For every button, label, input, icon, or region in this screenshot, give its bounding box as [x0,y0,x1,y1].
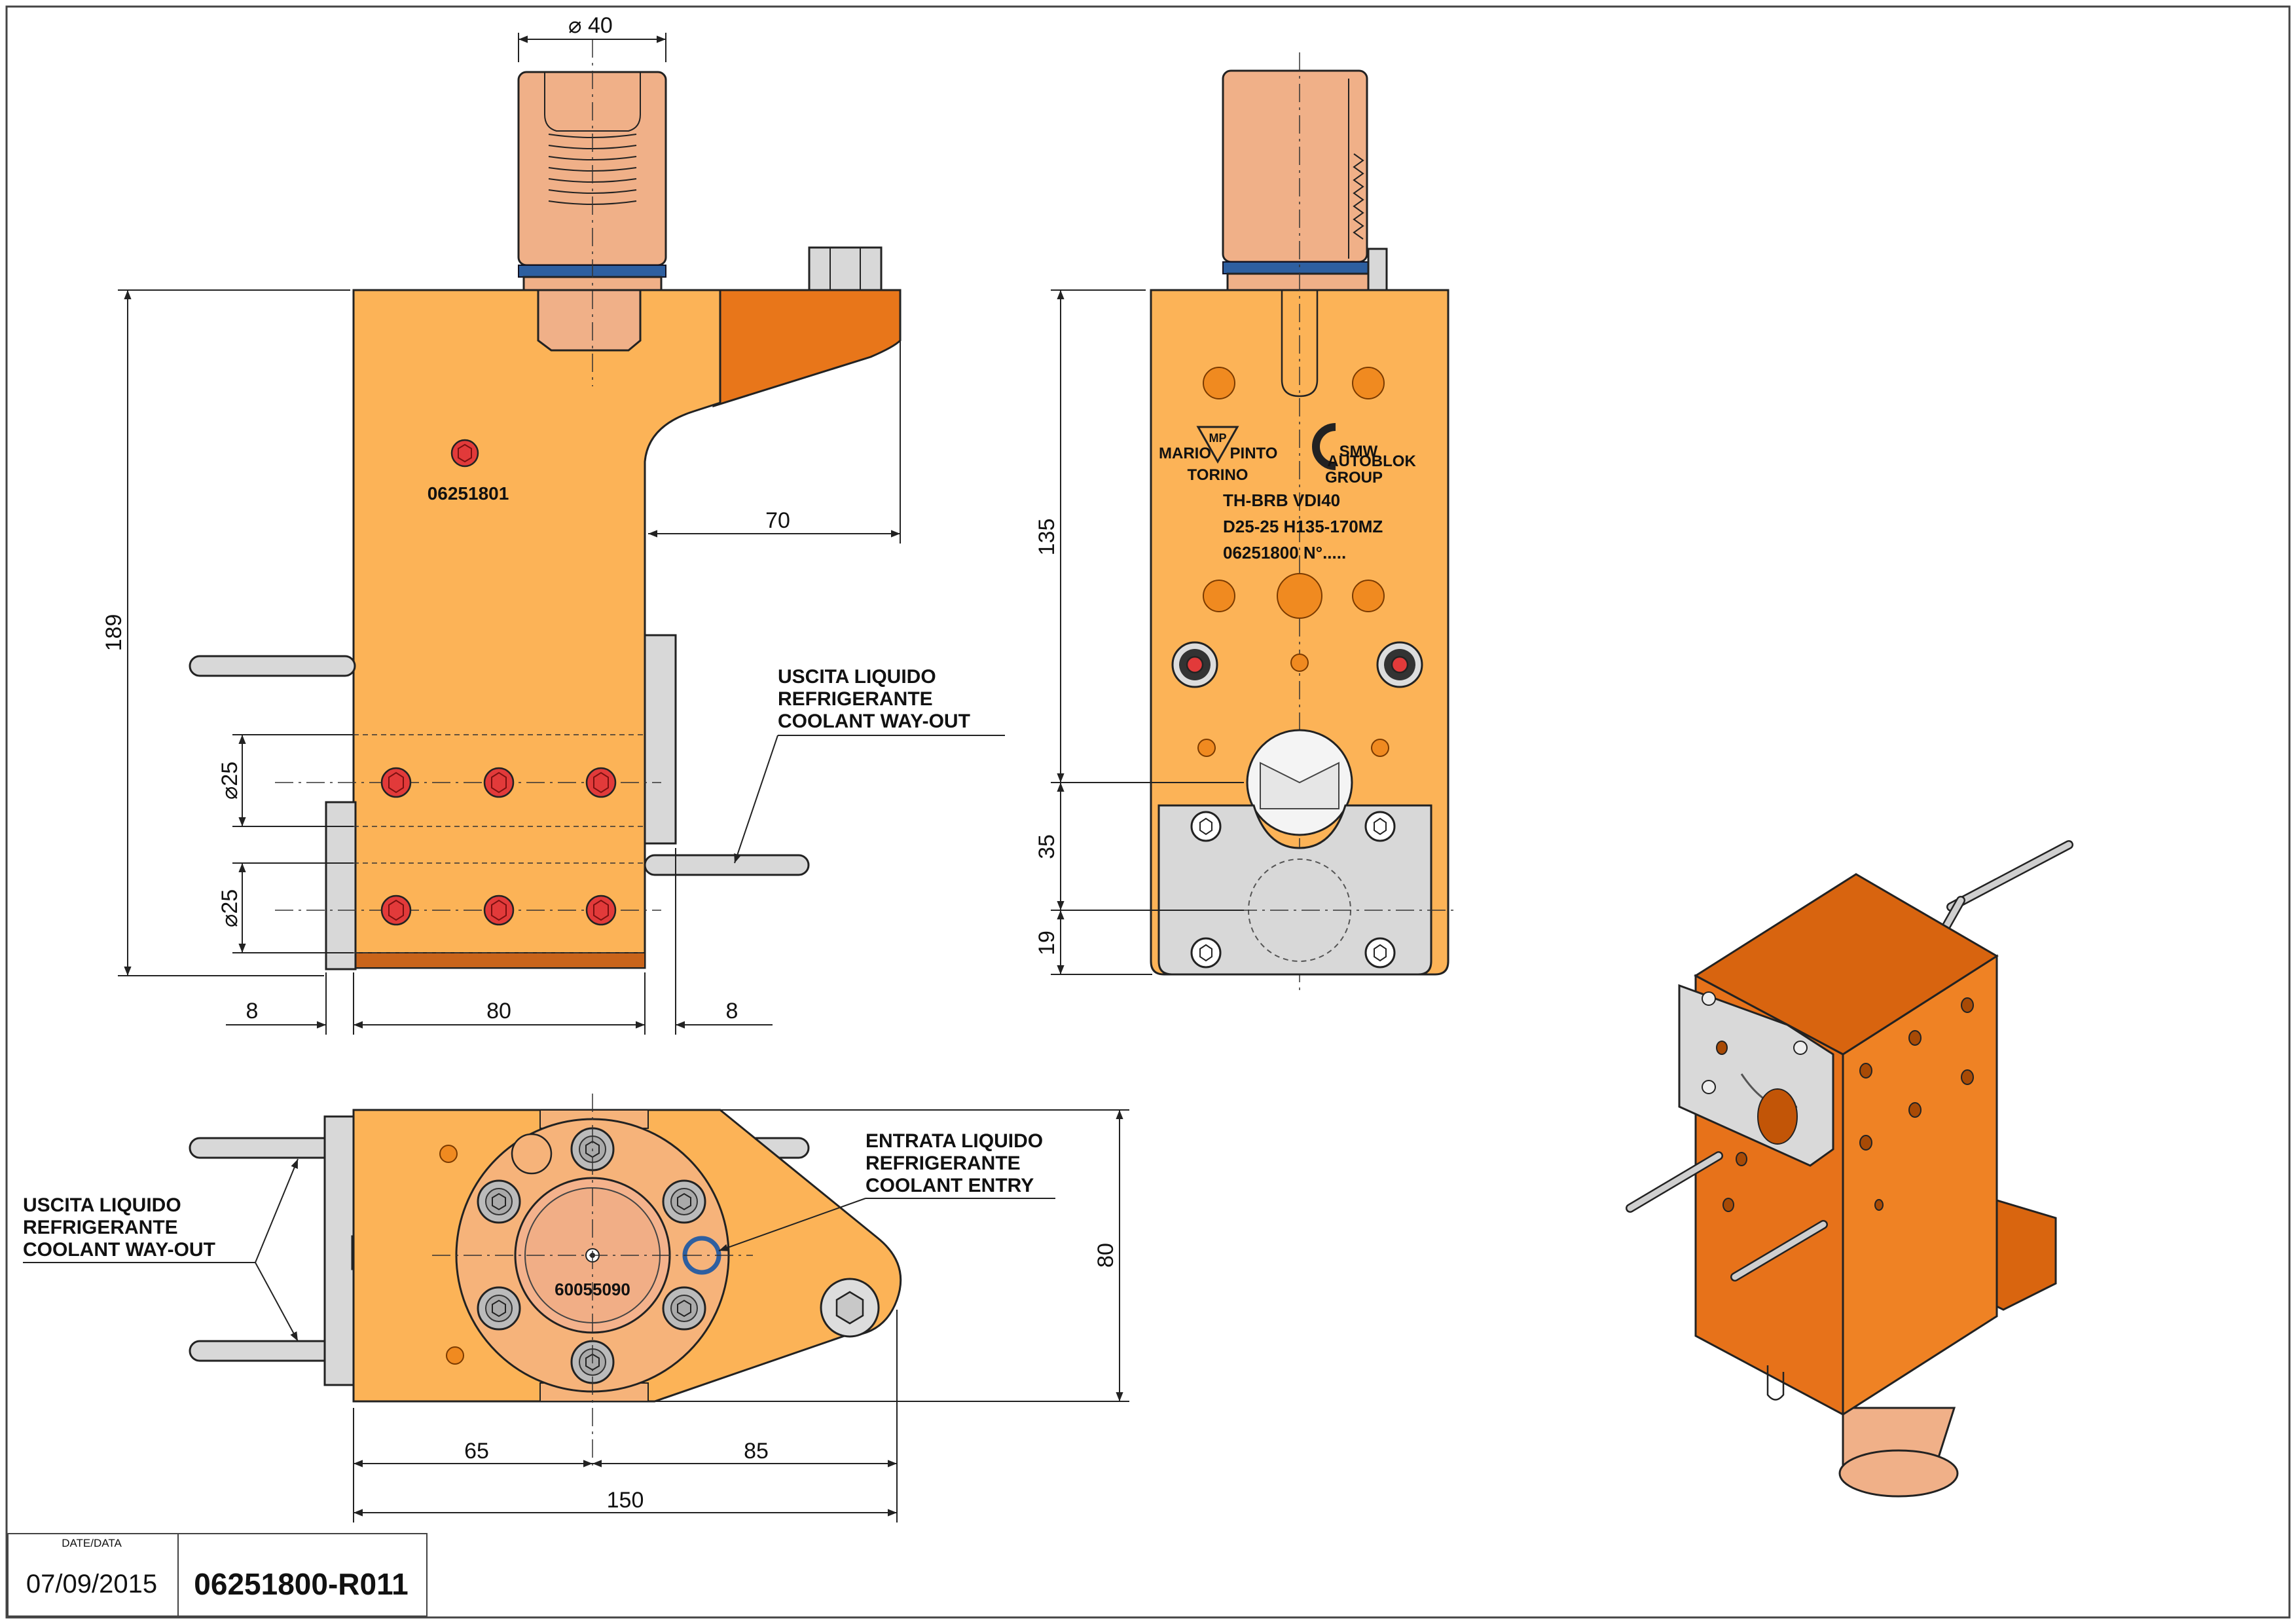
front-view: 06251801 [189,39,902,970]
title-block: DATE/DATA 07/09/2015 06251800-R011 [7,1533,428,1617]
brand-right-2: AUTOBLOK [1327,452,1416,470]
front-view-dimensions: ⌀ 40 189 70 ⌀25 ⌀25 8 80 8 USCITA LIQUID… [101,13,1005,1035]
flange-code: 60055090 [555,1280,630,1299]
engraving-line-1: TH-BRB VDI40 [1223,490,1340,510]
dim-bore-diameter-lower: ⌀25 [217,889,242,927]
dim-depth: 80 [1093,1243,1118,1268]
bottom-coolant-in-label-3: COOLANT ENTRY [866,1175,1034,1196]
title-block-date: 07/09/2015 [26,1570,157,1598]
front-right-plate [644,634,677,845]
brand-right-3: GROUP [1325,469,1383,487]
dim-total-length: 150 [607,1488,644,1513]
svg-text:MP: MP [1209,432,1227,445]
mario-pinto-logo: MP MARIO PINTO TORINO [1159,426,1278,484]
dim-bore-diameter-upper: ⌀25 [217,762,242,800]
side-view-dimensions: 135 35 19 [1034,289,1244,975]
front-base-strip [355,952,646,969]
bottom-view: 60055090 [189,1094,902,1467]
sheet-frame [5,5,2291,1619]
front-coolant-pin-right [644,854,810,876]
front-wing [712,289,902,408]
bottom-coolant-in-label-1: ENTRATA LIQUIDO [866,1130,1043,1152]
dim-left-offset: 8 [246,999,259,1024]
bottom-coolant-out-label-3: COOLANT WAY-OUT [23,1239,215,1261]
smw-autoblok-logo: SMW AUTOBLOK GROUP [1312,423,1416,487]
dim-diameter-symbol: ⌀ [568,13,581,38]
front-coolant-out-label-2: REFRIGERANTE [778,688,933,710]
bottom-coolant-out-label-1: USCITA LIQUIDO [23,1194,181,1216]
dim-shank-diameter: 40 [588,13,613,38]
front-plug [450,439,479,468]
front-body [352,289,721,969]
brand-right-1: SMW [1339,443,1378,460]
front-coolant-out-label-1: USCITA LIQUIDO [778,666,936,688]
bottom-left-plate [323,1115,356,1386]
side-shank [1222,69,1368,263]
side-view: MP MARIO PINTO TORINO SMW AUTOBLOK GROUP… [1113,52,1453,995]
isometric-view [1626,840,2073,1498]
title-block-drawing-code: 06251800-R011 [194,1567,408,1601]
front-plug-row-lower [380,895,617,926]
dim-height-to-axis: 135 [1034,519,1059,556]
dim-axis-spacing: 35 [1034,834,1059,859]
front-coolant-pin-left [189,655,356,677]
bottom-coolant-in-label-2: REFRIGERANTE [866,1153,1021,1174]
front-shank-nut [537,289,642,352]
front-coolant-out-label-3: COOLANT WAY-OUT [778,710,970,732]
bottom-view-dimensions: 80 65 85 150 USCITA LIQUIDO REFRIGERANTE… [23,1109,1129,1522]
engraving-line-2: D25-25 H135-170MZ [1223,517,1383,536]
front-plug-row-upper [380,767,617,798]
bottom-coolant-out-label-2: REFRIGERANTE [23,1217,178,1238]
dim-axis-to-bottom: 19 [1034,931,1059,955]
dim-right-offset: 8 [726,999,738,1024]
brand-left-1: MARIO [1159,445,1211,462]
dim-height-total: 189 [101,614,126,652]
brand-left-2: PINTO [1230,445,1278,462]
title-block-date-label: DATE/DATA [62,1537,122,1549]
front-left-plate [325,801,357,970]
dim-left-to-axis: 65 [464,1439,489,1464]
brand-left-3: TORINO [1188,466,1248,484]
front-part-number: 06251801 [428,483,509,504]
dim-body-width: 80 [486,999,511,1024]
engraving-line-3: 06251800 N°..... [1223,543,1346,563]
side-clamp-screws [1190,811,1396,969]
front-hex-nut [808,246,883,291]
dim-axis-to-right: 85 [744,1439,769,1464]
side-oring [1222,261,1376,274]
side-clamp-plate [1157,804,1432,976]
dim-overhang: 70 [765,508,790,533]
